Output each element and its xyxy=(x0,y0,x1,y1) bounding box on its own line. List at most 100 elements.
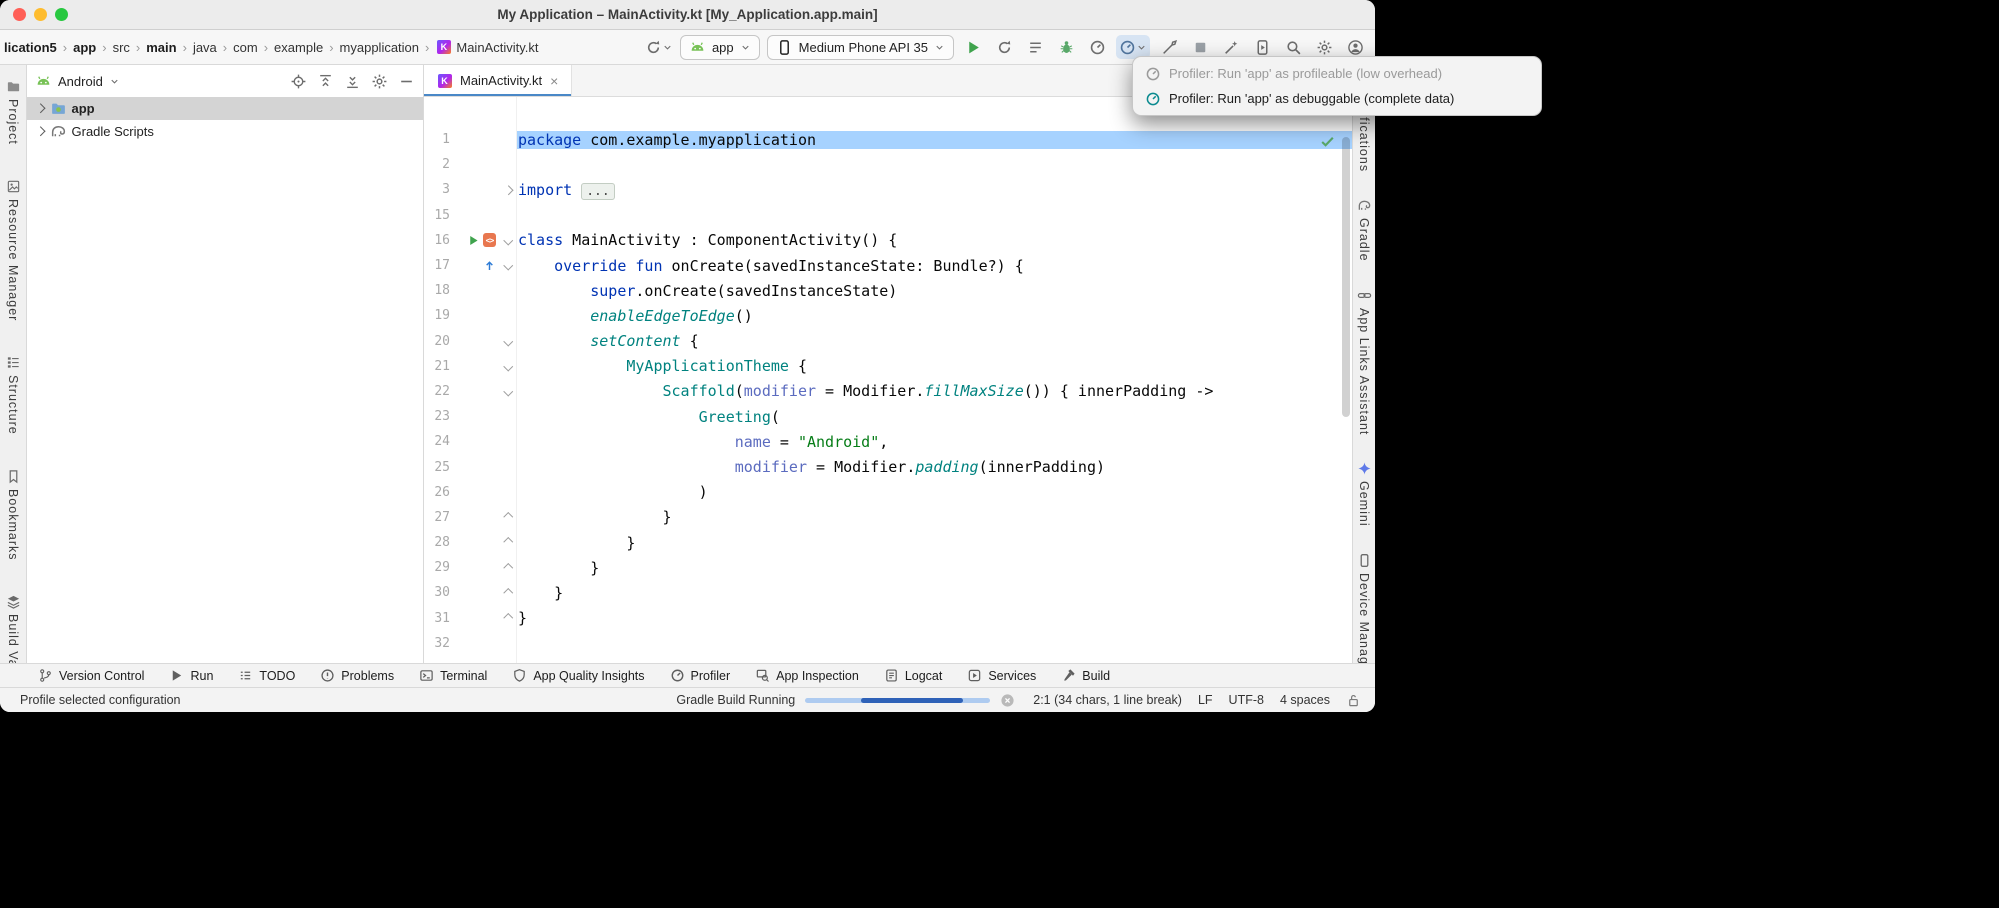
fold-marker[interactable] xyxy=(500,386,516,397)
code-text[interactable]: override fun onCreate(savedInstanceState… xyxy=(554,256,1024,275)
breadcrumb-main[interactable]: main xyxy=(146,39,177,55)
line-number[interactable]: 2 xyxy=(442,157,450,173)
code-text[interactable]: name = "Android", xyxy=(734,432,889,451)
line-number[interactable]: 28 xyxy=(434,535,450,551)
code-line-15[interactable]: 15 xyxy=(424,203,1352,228)
code-text[interactable]: modifier = Modifier.padding(innerPadding… xyxy=(734,458,1106,477)
line-number[interactable]: 27 xyxy=(434,509,450,525)
fold-marker[interactable] xyxy=(500,588,516,598)
expand-chevron-icon[interactable] xyxy=(35,103,45,114)
code-text[interactable]: package com.example.myapplication xyxy=(516,130,1352,149)
device-streaming-button[interactable] xyxy=(1219,35,1243,59)
close-icon[interactable]: × xyxy=(550,72,559,89)
zoom-button[interactable] xyxy=(55,8,68,21)
tool-stripe-bookmarks[interactable]: Bookmarks xyxy=(6,469,21,560)
line-ending-selector[interactable]: LF xyxy=(1197,693,1213,707)
menu-item-profileable[interactable]: Profiler: Run 'app' as profileable (low … xyxy=(1133,61,1541,86)
close-button[interactable] xyxy=(13,8,26,21)
fold-marker[interactable] xyxy=(500,185,516,195)
fold-marker[interactable] xyxy=(500,361,516,371)
profiler-dropdown-button[interactable] xyxy=(1116,35,1150,59)
cancel-build-button[interactable] xyxy=(1000,693,1015,708)
fold-marker[interactable] xyxy=(500,613,516,623)
code-line-18[interactable]: 18 super.onCreate(savedInstanceState) xyxy=(424,278,1352,303)
line-number[interactable]: 3 xyxy=(442,182,450,198)
code-line-20[interactable]: 20 setContent { xyxy=(424,329,1352,354)
line-number[interactable]: 32 xyxy=(434,635,450,651)
editor-scrollbar[interactable] xyxy=(1342,137,1350,417)
code-text[interactable]: super.onCreate(savedInstanceState) xyxy=(590,281,898,300)
run-configuration-select[interactable]: app xyxy=(679,34,760,60)
breadcrumb-java[interactable]: java xyxy=(192,39,217,55)
code-line-23[interactable]: 23 Greeting( xyxy=(424,404,1352,429)
tree-row-app[interactable]: app xyxy=(27,97,423,120)
project-options-button[interactable] xyxy=(371,73,388,90)
breadcrumb-example[interactable]: example xyxy=(274,39,324,55)
cursor-position[interactable]: 2:1 (34 chars, 1 line break) xyxy=(1033,693,1182,707)
line-number[interactable]: 24 xyxy=(434,434,450,450)
user-account-button[interactable] xyxy=(1343,35,1367,59)
indent-selector[interactable]: 4 spaces xyxy=(1279,693,1330,707)
line-number[interactable]: 20 xyxy=(434,333,450,349)
tool-window-logcat[interactable]: Logcat xyxy=(884,668,942,683)
code-line-31[interactable]: 31} xyxy=(424,606,1352,631)
code-line-19[interactable]: 19 enableEdgeToEdge() xyxy=(424,303,1352,328)
line-number[interactable]: 31 xyxy=(434,610,450,626)
line-number[interactable]: 16 xyxy=(434,232,450,248)
sync-project-button[interactable] xyxy=(645,35,673,59)
tool-stripe-device-manager[interactable]: Device Manager xyxy=(1357,553,1372,678)
tree-row-gradle-scripts[interactable]: Gradle Scripts xyxy=(27,120,423,143)
tool-window-version-control[interactable]: Version Control xyxy=(38,668,144,683)
breadcrumb-lication5[interactable]: lication5 xyxy=(4,39,57,55)
code-text[interactable]: Greeting( xyxy=(698,407,780,426)
breadcrumb-com[interactable]: com xyxy=(233,39,258,55)
code-line-1[interactable]: 1 package com.example.myapplication xyxy=(424,127,1352,152)
code-line-28[interactable]: 28 } xyxy=(424,530,1352,555)
line-number[interactable]: 15 xyxy=(434,207,450,223)
encoding-selector[interactable]: UTF-8 xyxy=(1228,693,1264,707)
code-text[interactable]: } xyxy=(518,558,600,577)
project-view-selector[interactable]: Android xyxy=(58,73,103,89)
apply-changes-button[interactable] xyxy=(1157,35,1181,59)
line-number[interactable]: 22 xyxy=(434,383,450,399)
expand-chevron-icon[interactable] xyxy=(35,126,45,137)
code-text[interactable]: class MainActivity : ComponentActivity()… xyxy=(518,231,898,250)
collapse-all-button[interactable] xyxy=(344,73,361,90)
running-devices-button[interactable] xyxy=(1250,35,1274,59)
code-line-30[interactable]: 30 } xyxy=(424,580,1352,605)
fold-marker[interactable] xyxy=(500,235,516,245)
breadcrumb-src[interactable]: src xyxy=(112,39,130,55)
code-line-2[interactable]: 2 xyxy=(424,152,1352,177)
tool-stripe-gemini[interactable]: Gemini xyxy=(1357,461,1372,527)
inspections-ok-icon[interactable] xyxy=(1319,133,1336,150)
tool-stripe-app-links-assistant[interactable]: App Links Assistant xyxy=(1357,288,1372,435)
code-text[interactable]: } xyxy=(518,583,564,602)
code-text[interactable]: } xyxy=(518,609,528,628)
stop-button[interactable] xyxy=(1188,35,1212,59)
line-number[interactable]: 21 xyxy=(434,358,450,374)
tool-stripe-resource-manager[interactable]: Resource Manager xyxy=(6,179,21,321)
code-line-26[interactable]: 26 ) xyxy=(424,480,1352,505)
fold-marker[interactable] xyxy=(500,512,516,523)
code-text[interactable]: ) xyxy=(518,483,708,502)
line-number[interactable]: 29 xyxy=(434,560,450,576)
fold-marker[interactable] xyxy=(500,563,516,573)
line-number[interactable]: 26 xyxy=(434,484,450,500)
tool-window-todo[interactable]: TODO xyxy=(238,668,295,683)
compose-icon[interactable]: <> xyxy=(483,233,496,248)
code-text[interactable]: } xyxy=(518,533,636,552)
menu-item-debuggable[interactable]: Profiler: Run 'app' as debuggable (compl… xyxy=(1133,86,1541,111)
hide-panel-button[interactable] xyxy=(398,73,415,90)
tool-window-services[interactable]: Services xyxy=(967,668,1036,683)
tool-stripe-gradle[interactable]: Gradle xyxy=(1357,198,1372,262)
code-text[interactable]: enableEdgeToEdge() xyxy=(590,306,753,325)
line-number[interactable]: 1 xyxy=(442,132,450,148)
build-menu-button[interactable] xyxy=(1023,35,1047,59)
code-text[interactable]: MyApplicationTheme { xyxy=(626,357,807,376)
tool-stripe-structure[interactable]: Structure xyxy=(6,355,21,435)
line-number[interactable]: 30 xyxy=(434,585,450,601)
code-line-17[interactable]: 17 override fun onCreate(savedInstanceSt… xyxy=(424,253,1352,278)
